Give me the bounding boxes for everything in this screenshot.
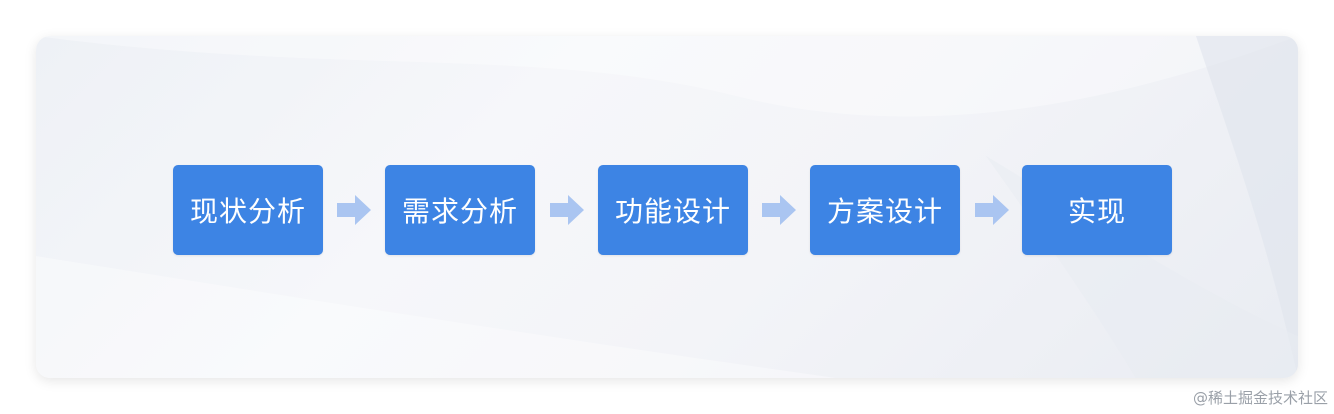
right-arrow-icon bbox=[762, 195, 796, 225]
step-status-analysis: 现状分析 bbox=[173, 165, 323, 255]
diagram-card: 现状分析 需求分析 功能设计 方案设计 实现 bbox=[36, 36, 1298, 378]
right-arrow-icon bbox=[975, 195, 1009, 225]
step-function-design: 功能设计 bbox=[598, 165, 748, 255]
right-arrow-icon bbox=[550, 195, 584, 225]
step-implementation: 实现 bbox=[1022, 165, 1172, 255]
process-flow: 现状分析 需求分析 功能设计 方案设计 实现 bbox=[173, 165, 1173, 255]
step-solution-design: 方案设计 bbox=[810, 165, 960, 255]
right-arrow-icon bbox=[337, 195, 371, 225]
step-requirements-analysis: 需求分析 bbox=[385, 165, 535, 255]
watermark: @稀土掘金技术社区 bbox=[1192, 389, 1328, 407]
